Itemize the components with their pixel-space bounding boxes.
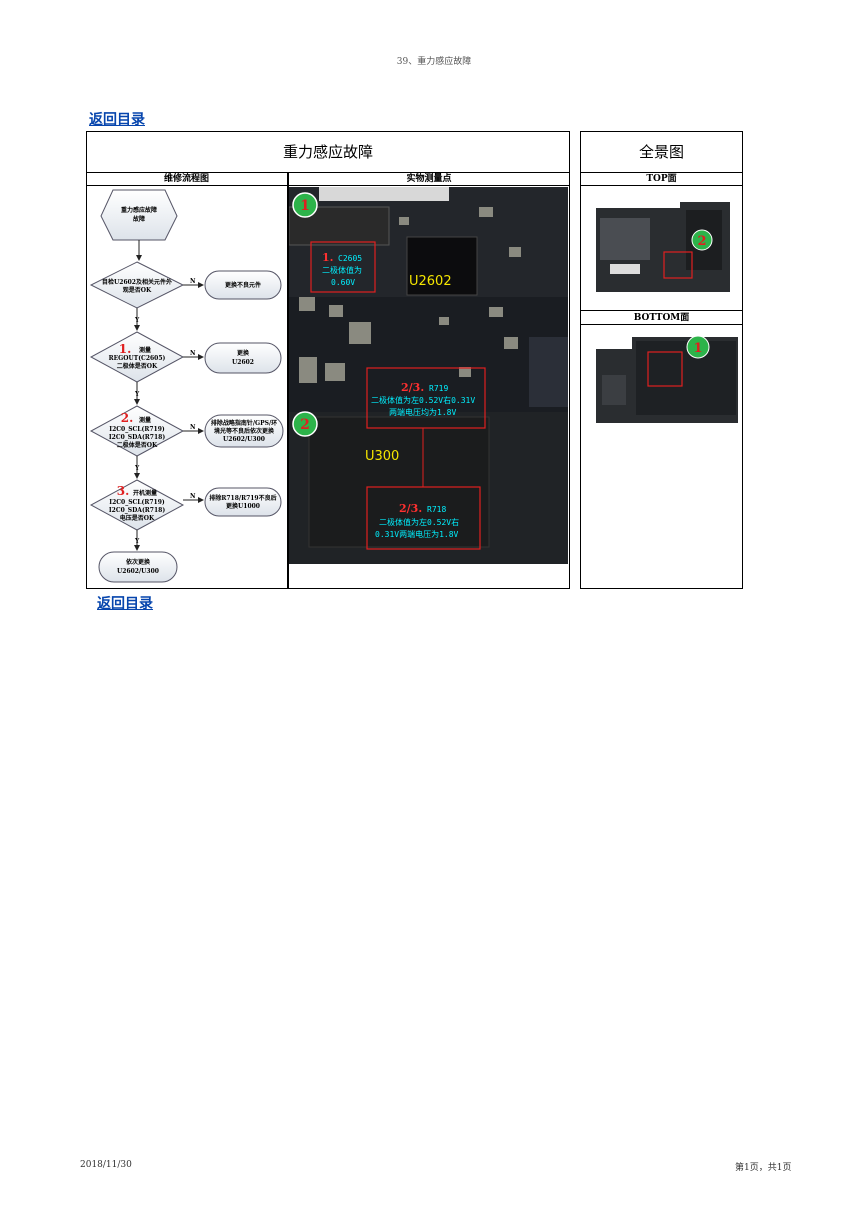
action-replace-parts bbox=[204, 270, 282, 300]
svg-text:2.: 2. bbox=[121, 411, 134, 425]
repair-flowchart: 重力感应故障 故障 目检U2602及相关元件外 观是否OK N 更换不良元件 Y… bbox=[89, 189, 284, 583]
svg-text:依次更换: 依次更换 bbox=[126, 558, 151, 566]
svg-text:I2C0_SDA(R718): I2C0_SDA(R718) bbox=[109, 434, 165, 441]
marker-1-circle bbox=[292, 192, 318, 218]
svg-text:REGOUT(C2605): REGOUT(C2605) bbox=[109, 355, 166, 362]
svg-text:境光等不良后依次更换: 境光等不良后依次更换 bbox=[214, 427, 275, 435]
main-title: 重力感应故障 bbox=[86, 131, 570, 173]
u300-label: U300 bbox=[365, 449, 399, 464]
svg-text:I2C0_SCL(R719): I2C0_SCL(R719) bbox=[109, 499, 165, 506]
svg-text:Y: Y bbox=[134, 391, 140, 398]
footer-page: 第1页，共1页 bbox=[735, 1163, 792, 1173]
c2605-value: 0.60V bbox=[331, 278, 355, 287]
back-to-toc-link-top[interactable]: 返回目录 bbox=[89, 112, 145, 128]
column-divider bbox=[287, 173, 289, 589]
svg-text:3.: 3. bbox=[117, 484, 130, 498]
main-table bbox=[86, 131, 570, 589]
svg-text:I2C0_SCL(R719): I2C0_SCL(R719) bbox=[109, 426, 165, 433]
bottom-marker-1: 1 bbox=[693, 341, 702, 356]
bottom-board-image: 1 bbox=[596, 335, 738, 423]
svg-text:排除战略指南针/GPS/环: 排除战略指南针/GPS/环 bbox=[211, 419, 277, 427]
back-to-toc-link-bottom[interactable]: 返回目录 bbox=[97, 596, 153, 612]
start-line1: 重力感应故障 bbox=[121, 206, 157, 214]
svg-text:N: N bbox=[190, 493, 196, 500]
c2605-number: 1. bbox=[322, 251, 333, 264]
start-line2: 故障 bbox=[133, 215, 145, 223]
svg-text:N: N bbox=[190, 424, 196, 431]
r719-annotation-box bbox=[366, 367, 486, 429]
svg-text:电压是否OK: 电压是否OK bbox=[120, 514, 155, 522]
panorama-title: 全景图 bbox=[580, 131, 743, 173]
svg-text:Y: Y bbox=[134, 465, 140, 472]
r719-diode: 二极体值为左0.52V右0.31V bbox=[371, 395, 475, 405]
c2605-annotation-box bbox=[310, 241, 376, 293]
svg-text:Y: Y bbox=[134, 538, 140, 545]
svg-text:开机测量: 开机测量 bbox=[133, 489, 157, 497]
svg-text:二极体是否OK: 二极体是否OK bbox=[117, 441, 158, 449]
q1-number: 1. bbox=[119, 342, 132, 356]
svg-text:更换: 更换 bbox=[237, 349, 250, 357]
svg-text:U2602: U2602 bbox=[232, 359, 254, 366]
footer-date: 2018/11/30 bbox=[80, 1160, 132, 1170]
pcb-photo: 1 2 1. C2605 二极体值为 0.60V U2602 U300 2/3.… bbox=[289, 187, 568, 564]
u2602-label: U2602 bbox=[409, 274, 452, 289]
r718-number: 2/3. bbox=[399, 502, 422, 515]
r718-label: R718 bbox=[427, 505, 446, 514]
c2605-label: C2605 bbox=[338, 254, 362, 263]
q0-line2: 观是否OK bbox=[123, 286, 152, 294]
svg-text:U2602/U300: U2602/U300 bbox=[117, 568, 159, 575]
r719-voltage: 两端电压均为1.8V bbox=[389, 407, 456, 417]
r718-diode: 二极体值为左0.52V右 bbox=[379, 517, 459, 527]
action-replace-u1000 bbox=[204, 487, 282, 517]
flow-column-header: 维修流程图 bbox=[86, 173, 287, 186]
r718-voltage: 0.31V两端电压为1.8V bbox=[375, 529, 459, 539]
svg-text:二极体是否OK: 二极体是否OK bbox=[117, 362, 158, 370]
marker-2-circle bbox=[292, 411, 318, 437]
photo-column-header: 实物测量点 bbox=[288, 173, 570, 186]
svg-text:测量: 测量 bbox=[139, 416, 151, 424]
svg-text:测量: 测量 bbox=[139, 346, 151, 354]
page-header: 39、重力感应故障 bbox=[396, 57, 472, 67]
marker-1-label: 1 bbox=[300, 198, 310, 214]
action-exclude-compass bbox=[204, 414, 284, 448]
c2605-diode: 二极体值为 bbox=[322, 265, 362, 275]
action-replace-u2602 bbox=[204, 342, 282, 374]
top-marker-2: 2 bbox=[697, 234, 706, 249]
r719-label: R719 bbox=[429, 384, 448, 393]
q0-line1: 目检U2602及相关元件外 bbox=[102, 278, 172, 286]
top-face-label: TOP面 bbox=[581, 173, 742, 186]
no-label: N bbox=[190, 278, 196, 285]
svg-text:更换U1000: 更换U1000 bbox=[226, 502, 260, 510]
svg-text:排除R718/R719不良后: 排除R718/R719不良后 bbox=[209, 494, 276, 502]
svg-text:I2C0_SDA(R718): I2C0_SDA(R718) bbox=[109, 507, 165, 514]
r719-number: 2/3. bbox=[401, 381, 424, 394]
svg-text:U2602/U300: U2602/U300 bbox=[223, 436, 265, 443]
bottom-face-label: BOTTOM面 bbox=[581, 312, 742, 325]
marker-2-label: 2 bbox=[300, 417, 310, 433]
top-board-image: 2 bbox=[596, 202, 730, 292]
end-node bbox=[98, 551, 178, 583]
yes-label: Y bbox=[134, 317, 140, 324]
svg-text:N: N bbox=[190, 350, 196, 357]
start-node bbox=[100, 189, 178, 241]
a0-text: 更换不良元件 bbox=[225, 281, 261, 289]
panorama-table bbox=[580, 131, 743, 589]
